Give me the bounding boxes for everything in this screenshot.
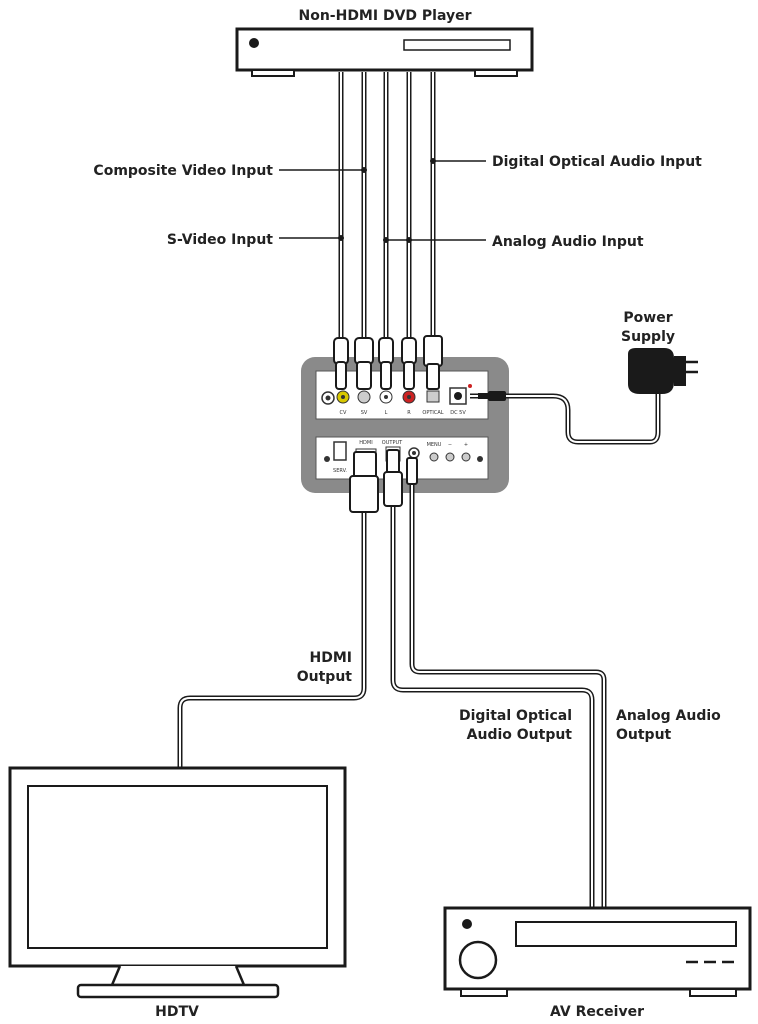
rear-panel-ports: CV SV L R OPTICAL DC 5V xyxy=(321,384,472,416)
hdtv-label: HDTV xyxy=(155,1004,199,1020)
analog-audio-output-label-line2: Output xyxy=(616,727,672,743)
av-receiver-device xyxy=(443,906,752,997)
analog-audio-input-label: Analog Audio Input xyxy=(492,234,644,250)
port-label-sv: SV xyxy=(361,410,368,416)
dvd-player-label: Non-HDMI DVD Player xyxy=(298,8,471,24)
output-cables xyxy=(177,470,607,908)
port-label-dc: DC 5V xyxy=(450,410,466,416)
s-video-input-label: S-Video Input xyxy=(167,232,273,248)
input-plugs xyxy=(333,335,443,390)
port-label-plus: + xyxy=(464,442,468,448)
hdmi-output-label-line2: Output xyxy=(297,669,353,685)
digital-optical-output-label-line1: Digital Optical xyxy=(459,708,572,724)
digital-optical-output-label-line2: Audio Output xyxy=(467,727,573,743)
composite-video-input-label: Composite Video Input xyxy=(93,163,273,179)
power-supply-label-line2: Supply xyxy=(621,329,675,345)
port-label-optical: OPTICAL xyxy=(422,410,443,416)
input-cables xyxy=(338,72,436,340)
power-supply-label-line1: Power xyxy=(623,310,672,326)
port-label-minus: − xyxy=(448,442,452,448)
port-label-output: OUTPUT xyxy=(382,440,403,446)
port-label-hdmi: HDMI xyxy=(359,440,372,446)
port-label-cv: CV xyxy=(340,410,347,416)
port-label-menu: MENU xyxy=(427,442,442,448)
digital-optical-input-label: Digital Optical Audio Input xyxy=(492,154,702,170)
power-supply-adapter xyxy=(470,348,698,445)
port-label-serv: SERV. xyxy=(333,468,347,474)
hdmi-output-label-line1: HDMI xyxy=(310,650,352,666)
av-receiver-label: AV Receiver xyxy=(550,1004,644,1020)
dvd-player-device xyxy=(235,27,534,77)
port-label-r: R xyxy=(407,410,411,416)
port-label-l: L xyxy=(385,410,388,416)
hdtv-device xyxy=(8,766,347,999)
analog-audio-output-label-line1: Analog Audio xyxy=(616,708,721,724)
output-plugs xyxy=(349,449,418,513)
